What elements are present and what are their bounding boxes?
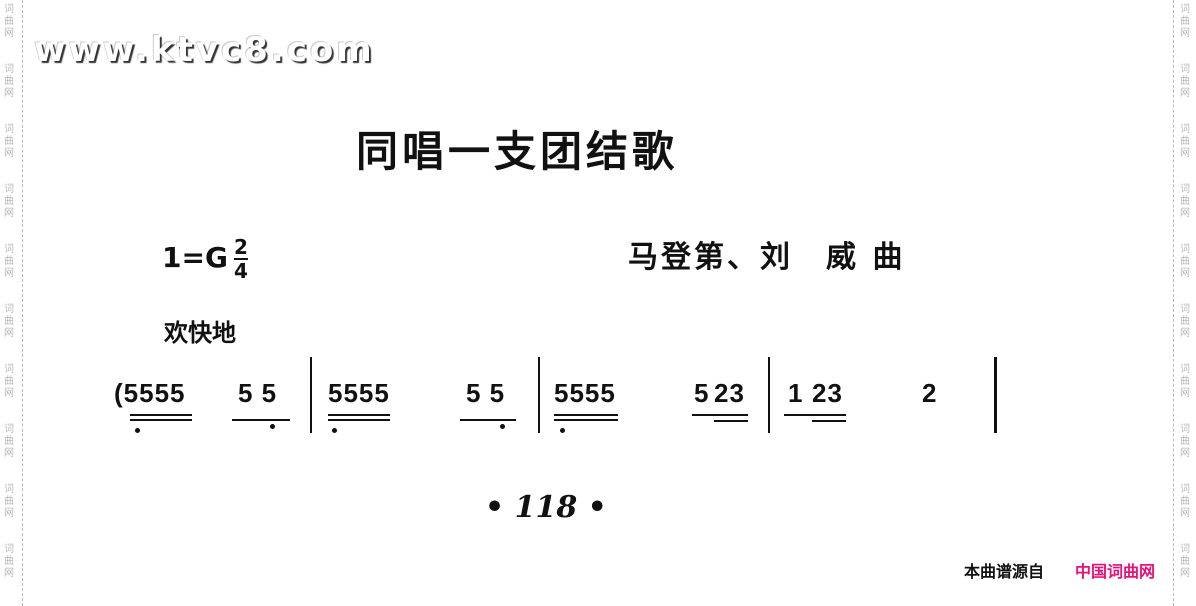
note-group: 23 [812,378,843,408]
composer: 马登第、刘 威 曲 [628,240,906,275]
bar-line [994,357,997,433]
side-watermark-text: 词曲网 [4,64,14,99]
note-group: 23 [714,378,745,408]
note-group: 5555 [328,378,390,408]
note-group: 2 [922,378,938,408]
side-watermark-text: 词曲网 [4,4,14,39]
bar-line [768,357,770,433]
side-watermark-text: 词曲网 [1180,244,1190,279]
side-watermark-text: 词曲网 [1180,304,1190,339]
time-top: 2 [233,235,248,260]
source-label: 本曲谱源自 [964,562,1045,581]
side-watermark-text: 词曲网 [4,184,14,219]
time-bottom: 4 [233,259,248,283]
side-watermark-text: 词曲网 [4,424,14,459]
note-group: 5 5 [238,378,278,408]
note-group: (5555 [114,378,186,408]
watermark: www.ktvc8.com [34,30,375,70]
side-watermark-text: 词曲网 [4,124,14,159]
side-watermark-text: 词曲网 [4,244,14,279]
divider-left [22,0,23,606]
side-watermark-left: 词曲网词曲网词曲网词曲网词曲网词曲网词曲网词曲网词曲网词曲网 [2,0,16,606]
side-watermark-text: 词曲网 [4,364,14,399]
tempo-marking: 欢快地 [164,319,236,347]
bar-line [310,357,312,433]
song-title: 同唱一支团结歌 [356,127,679,176]
note-group: 5555 [554,378,616,408]
divider-right [1173,0,1174,606]
bar-line [538,357,540,433]
source-site-link[interactable]: 中国词曲网 [1075,562,1156,581]
side-watermark-text: 词曲网 [1180,484,1190,519]
side-watermark-text: 词曲网 [1180,64,1190,99]
side-watermark-text: 词曲网 [4,304,14,339]
note-group: 1 [788,378,804,408]
side-watermark-text: 词曲网 [1180,364,1190,399]
side-watermark-right: 词曲网词曲网词曲网词曲网词曲网词曲网词曲网词曲网词曲网词曲网 [1178,0,1192,606]
side-watermark-text: 词曲网 [4,544,14,579]
side-watermark-text: 词曲网 [1180,184,1190,219]
side-watermark-text: 词曲网 [4,484,14,519]
side-watermark-text: 词曲网 [1180,424,1190,459]
page-number: • 118 • [485,490,607,525]
note-group: 5 5 [466,378,506,408]
note-group: 5 [694,378,710,408]
side-watermark-text: 词曲网 [1180,124,1190,159]
side-watermark-text: 词曲网 [1180,4,1190,39]
side-watermark-text: 词曲网 [1180,544,1190,579]
key: 1=G [162,241,228,274]
